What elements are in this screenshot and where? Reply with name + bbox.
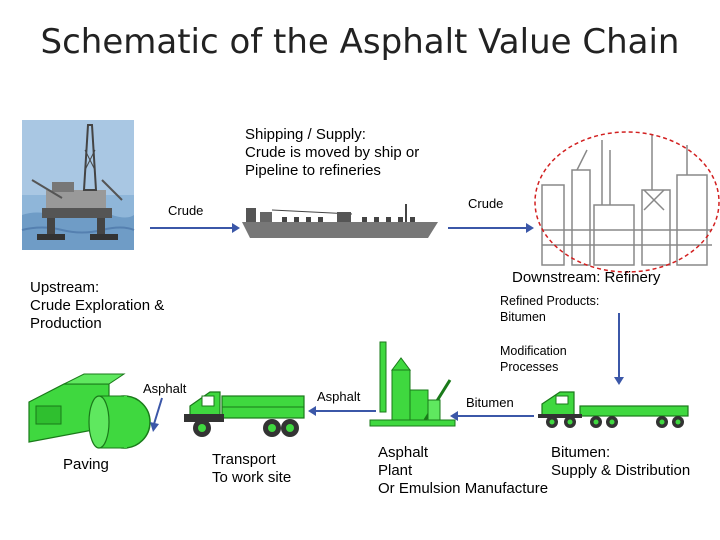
asphalt-label-mid: Asphalt bbox=[317, 389, 361, 404]
asphalt-plant-line2: Plant bbox=[378, 462, 413, 479]
page-title: Schematic of the Asphalt Value Chain bbox=[40, 22, 680, 62]
tanker-ship-icon bbox=[242, 204, 438, 238]
shipping-text-line1: Shipping / Supply: bbox=[245, 126, 366, 143]
paving-label: Paving bbox=[63, 456, 109, 473]
upstream-text-line1: Upstream: bbox=[30, 279, 100, 296]
shipping-text-line2: Crude is moved by ship or bbox=[245, 144, 420, 161]
upstream-text-line2: Crude Exploration & bbox=[30, 297, 165, 314]
refinery-image bbox=[534, 131, 720, 273]
upstream-text-line3: Production bbox=[30, 315, 102, 332]
downstream-label: Downstream: Refinery bbox=[512, 269, 661, 286]
transport-line1: Transport bbox=[212, 451, 276, 468]
tanker-truck-icon bbox=[538, 391, 689, 428]
bitumen-supply-line2: Supply & Distribution bbox=[551, 462, 691, 479]
bitumen-supply-line1: Bitumen: bbox=[551, 444, 611, 461]
asphalt-label-left: Asphalt bbox=[143, 381, 187, 396]
bitumen-label: Bitumen bbox=[466, 395, 514, 410]
arrow-plant-to-truck bbox=[308, 406, 376, 416]
arrow-crude-right bbox=[448, 223, 534, 233]
dump-truck-icon bbox=[184, 391, 305, 437]
arrow-truck-to-plant bbox=[450, 411, 534, 421]
asphalt-plant-line1: Asphalt bbox=[378, 444, 429, 461]
refined-products-line2: Bitumen bbox=[500, 310, 546, 324]
paving-roller-icon bbox=[28, 373, 151, 449]
asphalt-plant-icon bbox=[369, 341, 456, 427]
modification-line1: Modification bbox=[500, 344, 567, 358]
arrow-to-paving bbox=[150, 397, 163, 432]
oil-rig-image bbox=[21, 120, 135, 250]
transport-line2: To work site bbox=[212, 469, 292, 486]
shipping-text-line3: Pipeline to refineries bbox=[245, 162, 381, 179]
asphalt-plant-line3: Or Emulsion Manufacture bbox=[378, 480, 549, 497]
crude-label-left: Crude bbox=[168, 203, 204, 218]
refined-products-line1: Refined Products: bbox=[500, 294, 600, 308]
arrow-refinery-down bbox=[614, 313, 624, 385]
crude-label-right: Crude bbox=[468, 196, 504, 211]
modification-line2: Processes bbox=[500, 360, 559, 374]
arrow-crude-left bbox=[150, 223, 240, 233]
